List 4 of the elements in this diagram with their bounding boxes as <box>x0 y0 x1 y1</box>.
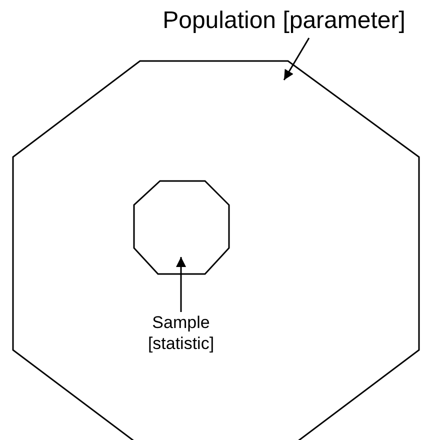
text-label: Sample [statistic] <box>146 312 216 356</box>
text-label: Population [parameter] <box>146 4 422 38</box>
leader-arrow <box>176 256 186 312</box>
leader-arrow <box>283 38 310 80</box>
